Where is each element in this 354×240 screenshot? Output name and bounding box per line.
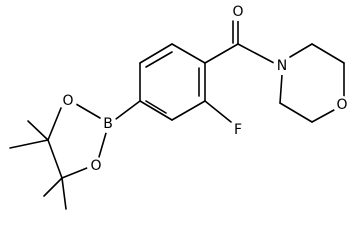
- atom-label-o-dioxaborolane-top: O: [62, 93, 73, 109]
- atom-label-o-carbonyl: O: [232, 4, 243, 20]
- bond-o-c-top: [47, 107, 62, 141]
- atom-label-n-morpholine: N: [277, 58, 287, 74]
- bond-ring-5: [139, 100, 173, 121]
- atom-o-dioxaborolane-bottom: O: [87, 157, 105, 175]
- bond-morph-5: [279, 102, 313, 123]
- bond-morph-2: [311, 43, 345, 64]
- bond-aryl-b: [115, 100, 141, 120]
- bond-methyl-4: [61, 177, 67, 210]
- bond-methyl-1: [27, 120, 49, 141]
- bond-ring-2: [171, 43, 206, 64]
- bond-ring-1: [139, 43, 173, 64]
- atom-label-o-morpholine: O: [336, 97, 347, 113]
- bond-layer: [9, 20, 345, 210]
- atom-b: B: [99, 115, 117, 133]
- atom-label-f: F: [234, 122, 242, 138]
- bond-ring-4: [171, 100, 206, 121]
- bond-carbonyl-n: [237, 43, 275, 64]
- bond-morph-6: [279, 74, 283, 104]
- atom-o-morpholine: O: [333, 96, 351, 114]
- bond-aryl-carbonyl: [204, 43, 239, 64]
- atom-label-o-dioxaborolane-bottom: O: [90, 158, 101, 174]
- atom-n-morpholine: N: [273, 57, 291, 75]
- atom-o-carbonyl: O: [229, 3, 247, 21]
- bond-methyl-2: [9, 139, 49, 149]
- bond-methyl-3: [43, 177, 63, 197]
- bond-ring-inner-1: [145, 51, 173, 68]
- bond-b-o-bottom: [98, 132, 107, 158]
- structure-diagram: O N O F B O O: [9, 3, 351, 210]
- bond-ring-inner-3: [145, 100, 167, 114]
- bond-o-c-bottom: [61, 167, 88, 179]
- bond-morph-4: [311, 109, 335, 123]
- bond-b-o-top: [75, 103, 101, 119]
- bond-c-f: [204, 100, 232, 123]
- chemical-structure: O N O F B O O: [9, 3, 351, 210]
- atom-f: F: [229, 121, 247, 139]
- bond-c-c: [47, 139, 63, 179]
- atom-label-layer: O N O F B O O: [59, 3, 351, 175]
- atom-o-dioxaborolane-top: O: [59, 92, 77, 110]
- bond-morph-1: [289, 43, 313, 58]
- atom-label-b: B: [103, 116, 113, 132]
